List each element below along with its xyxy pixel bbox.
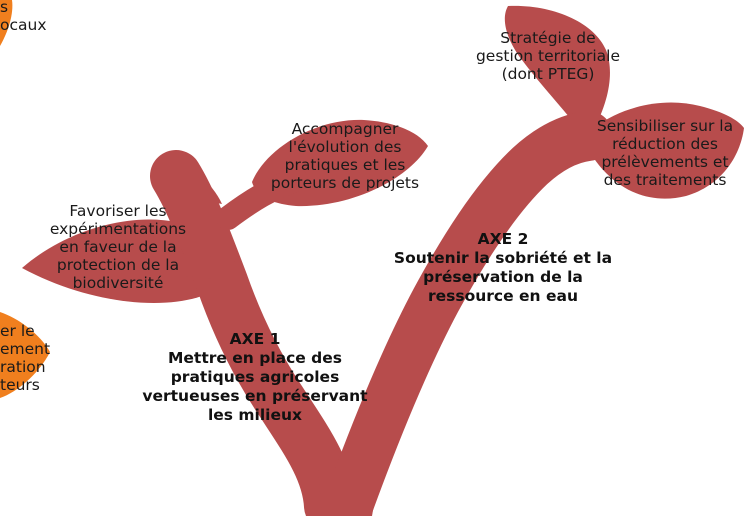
orange-leaf-top-left xyxy=(0,0,13,46)
branch-left xyxy=(109,251,237,279)
leaf-label-sensibiliser: Sensibiliser sur la réduction des prélèv… xyxy=(596,117,734,189)
edge-text-top-left: s ocaux xyxy=(0,0,47,34)
axe1-block: AXE 1 Mettre en place des pratiques agri… xyxy=(138,330,372,425)
stem-left xyxy=(150,150,356,516)
axe2-block: AXE 2 Soutenir la sobriété et la préserv… xyxy=(390,230,616,306)
axe1-title: AXE 1 xyxy=(229,330,281,348)
leaf-strategie xyxy=(504,5,610,141)
stem-right xyxy=(323,111,613,516)
edge-text-mid-left: er le ement ration teurs xyxy=(0,322,51,394)
leaf-sensibiliser xyxy=(582,102,744,199)
leaf-label-strategie: Stratégie de gestion territoriale (dont … xyxy=(475,29,621,83)
leaf-label-accompagner: Accompagner l'évolution des pratiques et… xyxy=(270,120,420,192)
axe2-title: AXE 2 xyxy=(477,230,529,248)
orange-leaf-mid-left xyxy=(0,312,50,398)
leaf-label-favoriser: Favoriser les expérimentations en faveur… xyxy=(49,202,187,292)
branch-upper xyxy=(216,168,308,230)
stem-right-base xyxy=(318,470,380,516)
